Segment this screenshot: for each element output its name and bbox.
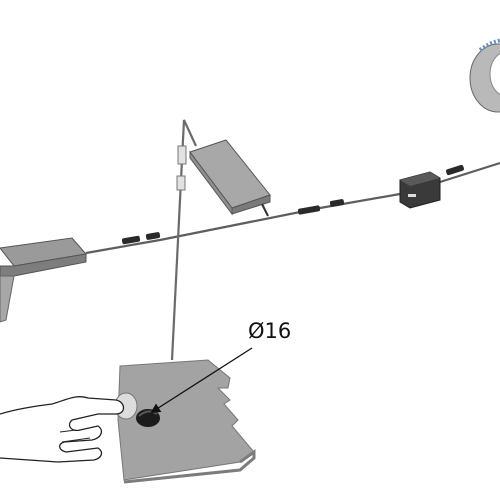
mounting-hole [136,409,160,427]
dimension-callout: Ø16 [150,319,291,414]
cable-connector [121,164,464,245]
suspension-wire [170,119,197,361]
dimension-label: Ø16 [248,319,291,343]
hand-with-grommet [0,392,138,463]
right-junction-box [399,171,441,209]
mounting-panel [117,359,256,484]
ring-light [469,38,500,113]
hanging-driver-box [189,139,271,217]
main-cable [85,161,500,255]
left-driver-box [0,237,87,323]
